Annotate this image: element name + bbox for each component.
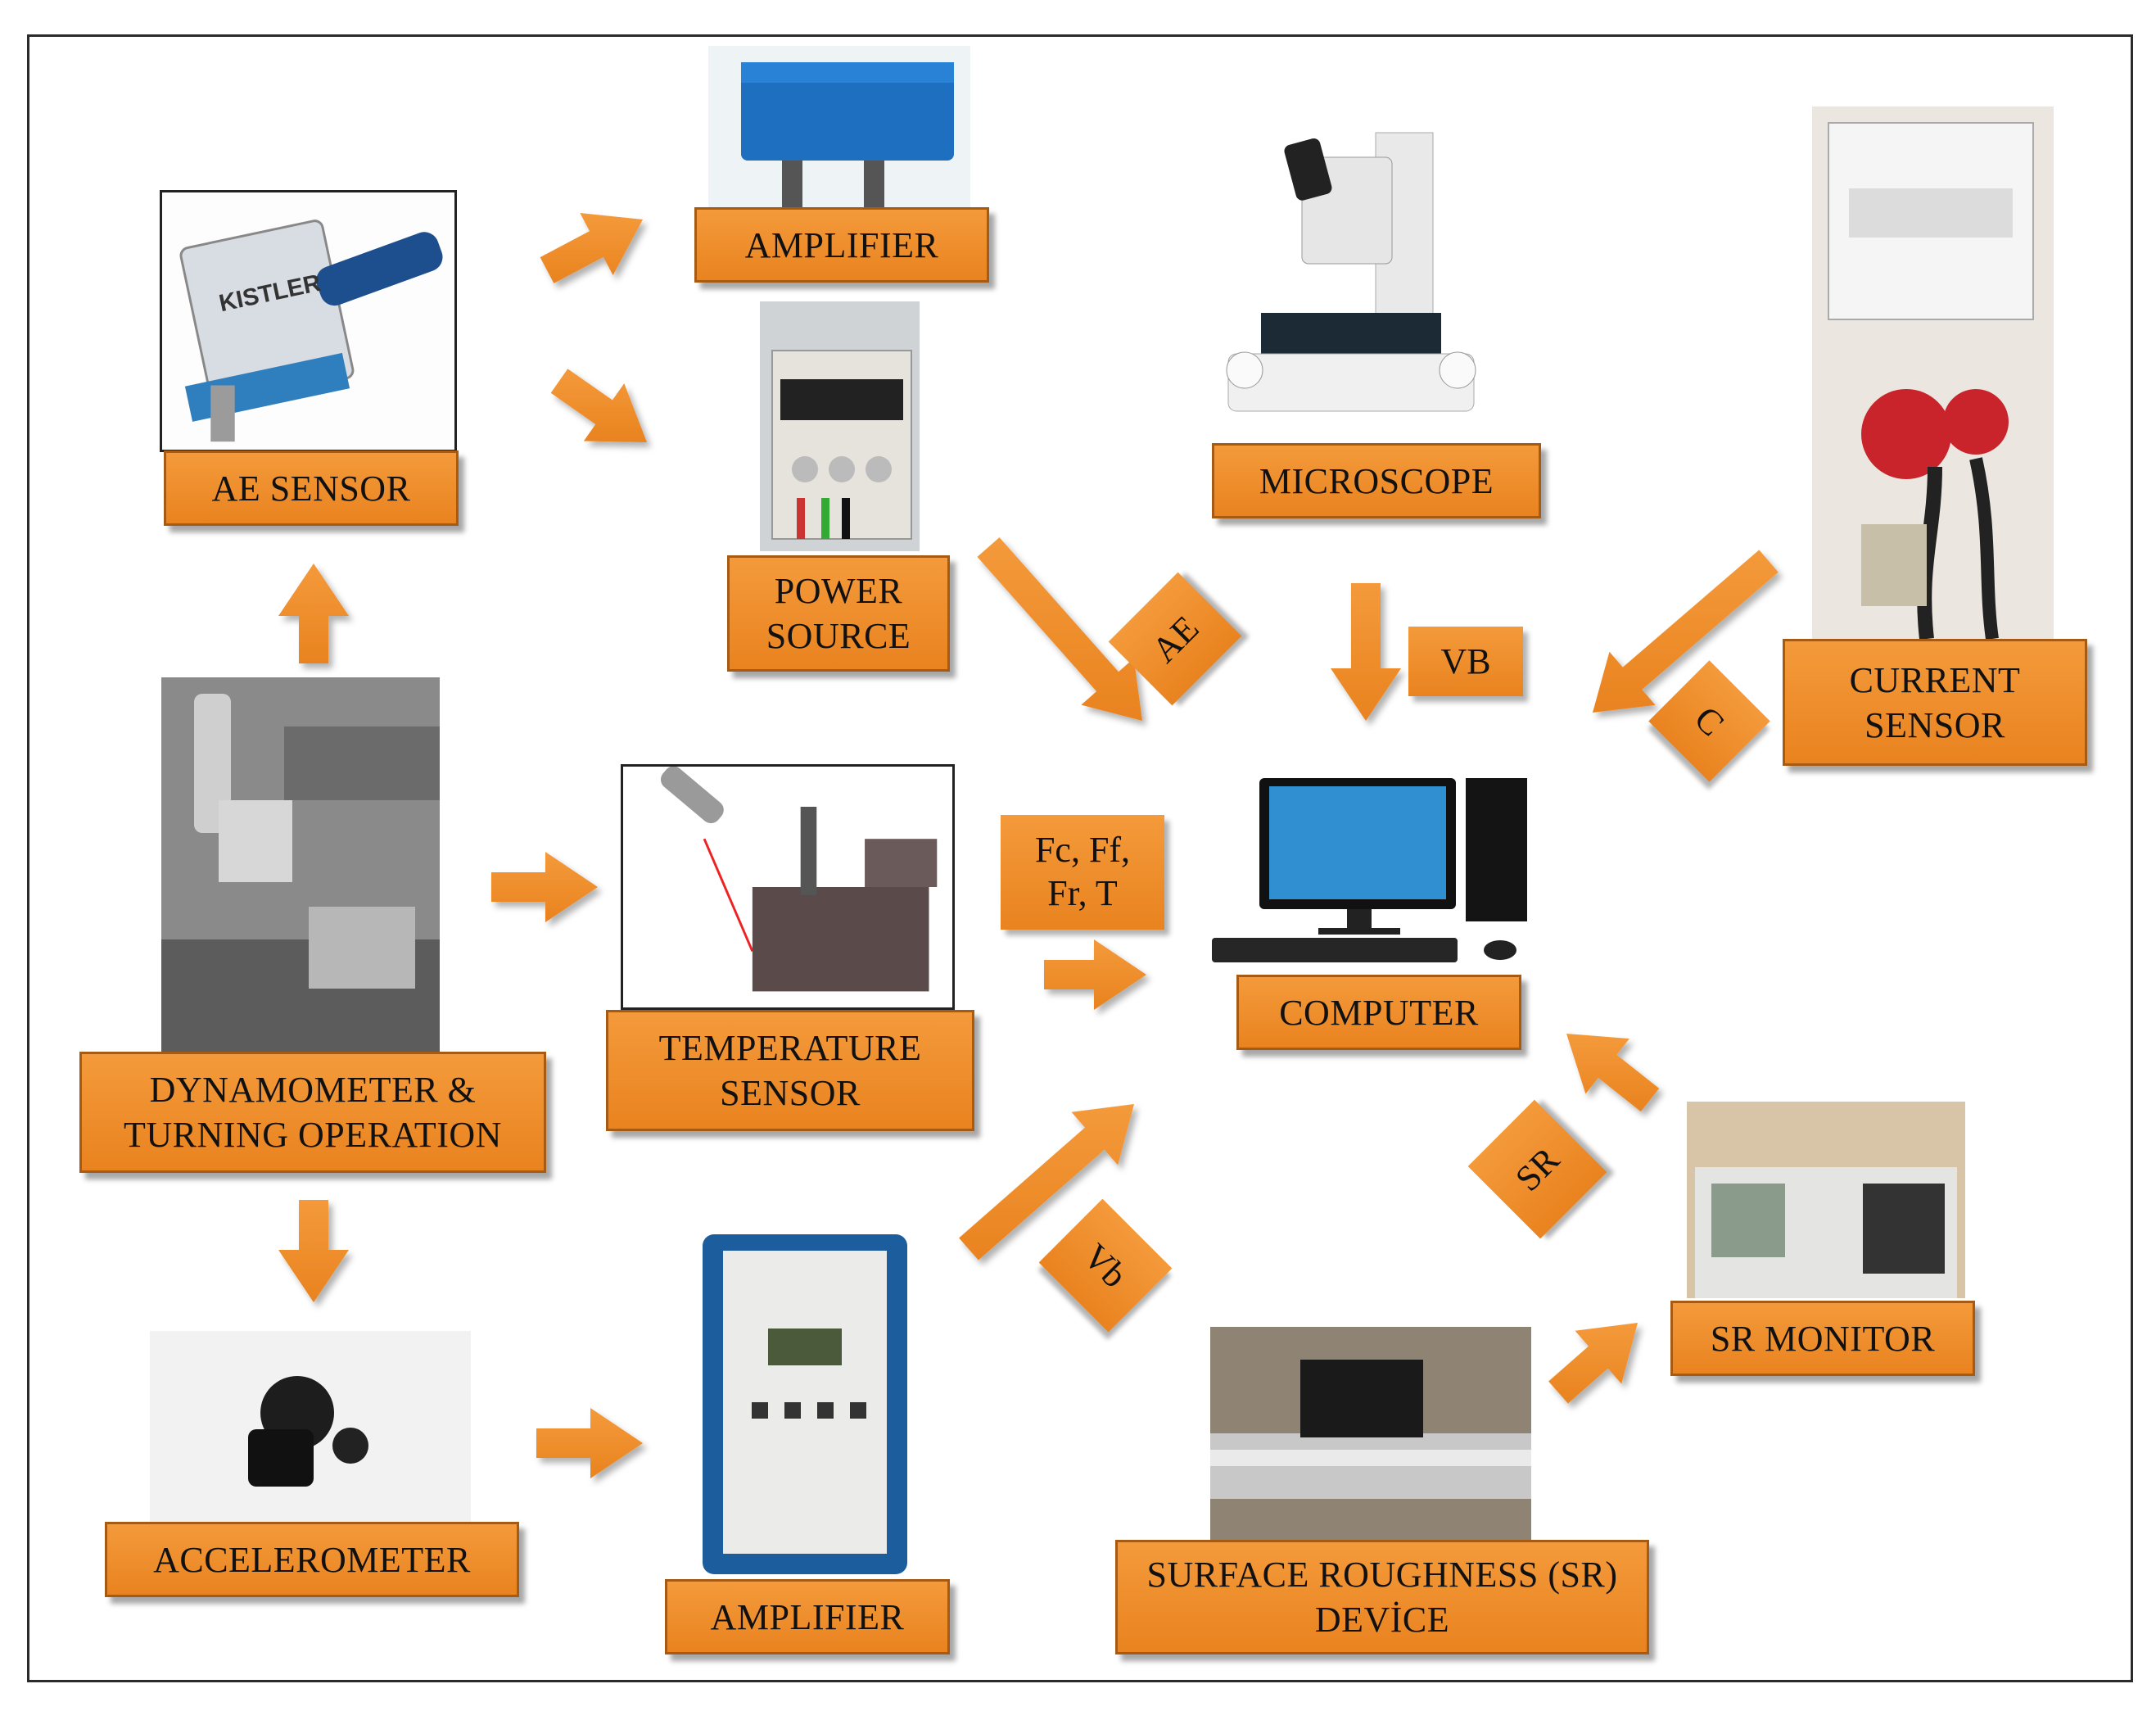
accelerometer-photo	[150, 1331, 471, 1528]
arrow-microscope-to-computer	[1331, 583, 1401, 721]
ae-sensor-label: AE SENSOR	[164, 450, 459, 526]
dynamometer-label: DYNAMOMETER & TURNING OPERATION	[79, 1052, 546, 1173]
arrow-current-to-computer	[1593, 550, 1779, 713]
diagram-frame	[27, 34, 2133, 1682]
arrow-accelerometer-to-amplifier	[536, 1408, 643, 1478]
microscope-photo	[1212, 124, 1490, 428]
power-source-label: POWER SOURCE	[727, 555, 950, 672]
arrow-monitor-to-computer	[1566, 1034, 1660, 1112]
surface-roughness-photo	[1210, 1327, 1531, 1541]
amplifier-top-label: AMPLIFIER	[694, 207, 989, 283]
arrow-forces-to-computer	[1044, 939, 1146, 1010]
amplifier-bottom-photo	[690, 1214, 920, 1581]
arrow-ae-to-power	[550, 369, 647, 442]
arrow-dyn-to-temperature	[491, 852, 598, 922]
microscope-label: MICROSCOPE	[1212, 443, 1541, 518]
current-sensor-photo	[1812, 106, 2054, 639]
forces-signal-tag: Fc, Ff, Fr, T	[1001, 815, 1164, 930]
amplifier-top-photo	[708, 46, 970, 210]
arrow-ae-to-amplifier	[540, 213, 643, 283]
arrow-dyn-to-ae	[278, 564, 349, 663]
vb-upper-signal-tag: VB	[1408, 627, 1523, 696]
accelerometer-label: ACCELEROMETER	[105, 1522, 519, 1597]
surface-roughness-label: SURFACE ROUGHNESS (SR) DEVİCE	[1115, 1540, 1649, 1654]
amplifier-bottom-label: AMPLIFIER	[665, 1579, 950, 1654]
power-source-photo	[760, 301, 920, 551]
arrow-device-to-monitor	[1548, 1323, 1638, 1404]
current-sensor-label: CURRENT SENSOR	[1783, 639, 2087, 766]
arrow-amplifier-to-computer	[959, 1104, 1134, 1261]
computer-label: COMPUTER	[1236, 975, 1521, 1050]
computer-photo	[1212, 774, 1548, 971]
sr-monitor-photo	[1687, 1102, 1965, 1298]
arrow-power-to-computer	[977, 537, 1142, 721]
sr-monitor-label: SR MONITOR	[1670, 1301, 1975, 1376]
ae-sensor-photo: KISTLER	[160, 190, 457, 452]
dynamometer-photo	[161, 677, 440, 1066]
arrow-dyn-to-accelerometer	[278, 1200, 349, 1302]
temperature-sensor-label: TEMPERATURE SENSOR	[606, 1010, 974, 1131]
temperature-sensor-photo	[621, 764, 955, 1010]
